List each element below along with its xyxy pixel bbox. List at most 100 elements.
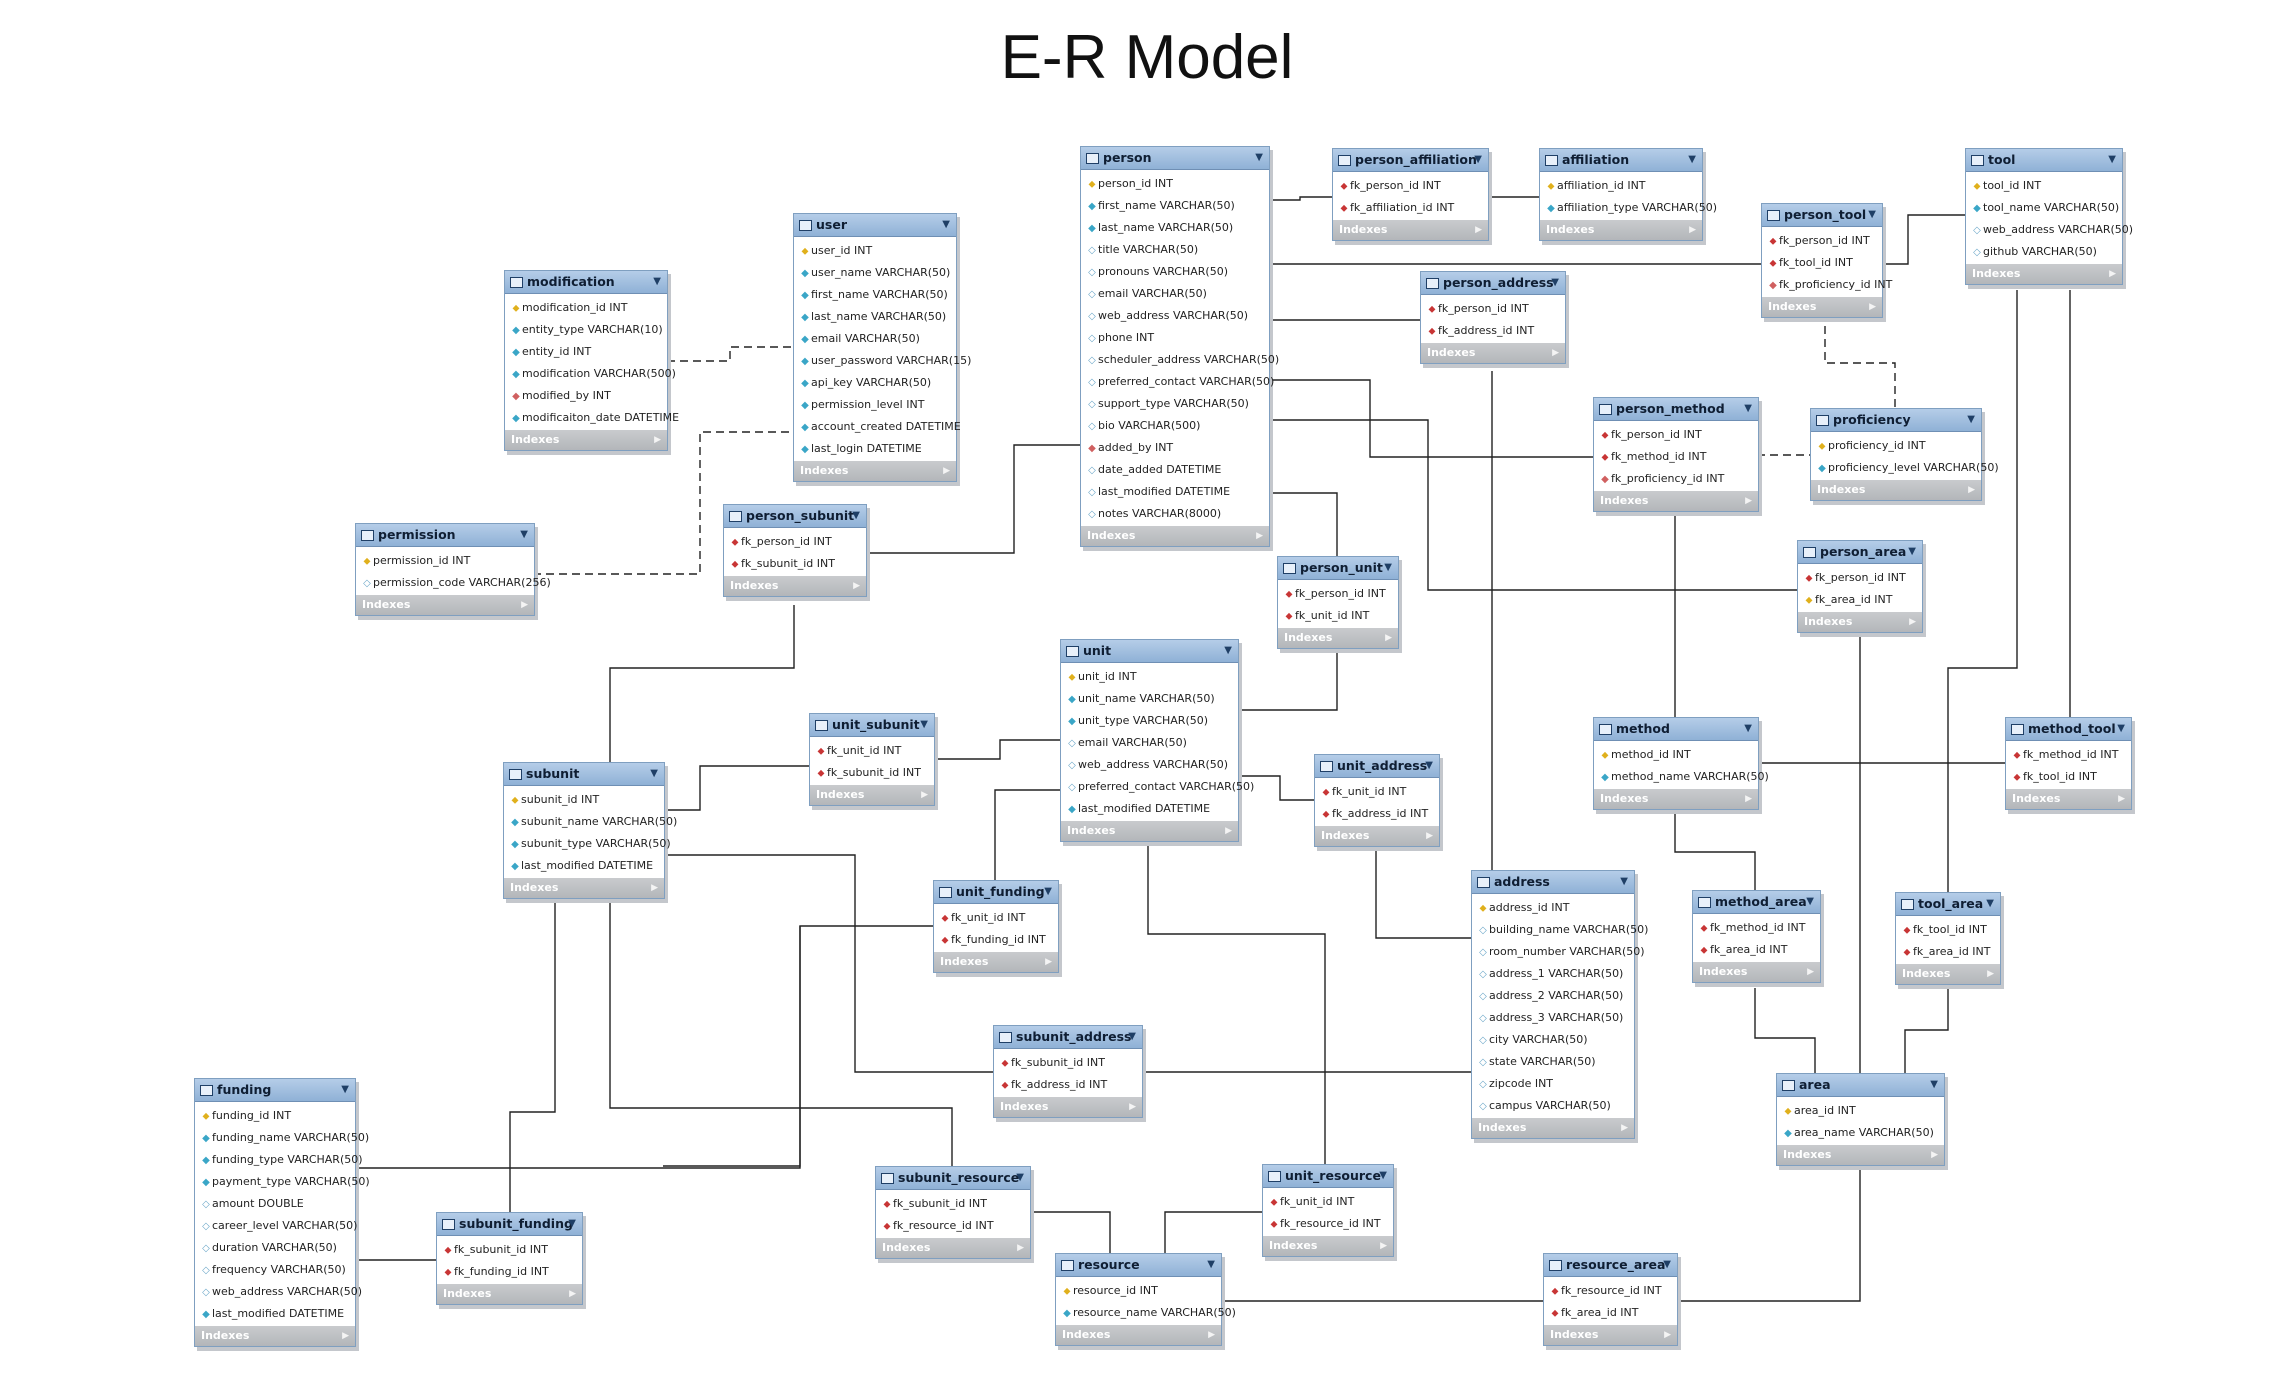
column-row[interactable]: ⬥funding_id INT [195,1105,355,1127]
triangle-right-icon[interactable]: ▶ [1017,1243,1024,1253]
indexes-section[interactable]: Indexes▶ [724,576,866,596]
column-row[interactable]: ⬥fk_area_id INT [1544,1302,1677,1324]
table-subunit[interactable]: subunit▼⬥subunit_id INT◆subunit_name VAR… [503,762,677,899]
table-header[interactable]: person_tool▼ [1762,204,1882,227]
column-row[interactable]: ◆subunit_type VARCHAR(50) [504,833,671,855]
column-row[interactable]: ◆method_name VARCHAR(50) [1594,766,1769,788]
triangle-right-icon[interactable]: ▶ [1385,633,1392,643]
column-row[interactable]: ⬥fk_person_id INT [724,531,866,553]
table-header[interactable]: person_method▼ [1594,398,1758,421]
chevron-down-icon[interactable]: ▼ [1663,1259,1671,1270]
chevron-down-icon[interactable]: ▼ [1016,1172,1024,1183]
table-header[interactable]: person_affiliation▼ [1333,149,1488,172]
triangle-right-icon[interactable]: ▶ [1552,348,1559,358]
column-row[interactable]: ◆first_name VARCHAR(50) [794,284,956,306]
triangle-right-icon[interactable]: ▶ [1745,794,1752,804]
column-row[interactable]: ⬥tool_id INT [1966,175,2122,197]
column-row[interactable]: ◆affiliation_type VARCHAR(50) [1540,197,1717,219]
column-row[interactable]: ⬥fk_affiliation_id INT [1333,197,1488,219]
triangle-right-icon[interactable]: ▶ [521,600,528,610]
triangle-right-icon[interactable]: ▶ [1987,969,1994,979]
table-header[interactable]: subunit_resource▼ [876,1167,1030,1190]
table-unit-funding[interactable]: unit_funding▼⬥fk_unit_id INT⬥fk_funding_… [933,880,1059,973]
chevron-down-icon[interactable]: ▼ [1930,1079,1938,1090]
column-row[interactable]: ◆user_password VARCHAR(15) [794,350,971,372]
indexes-section[interactable]: Indexes▶ [1594,491,1758,511]
indexes-section[interactable]: Indexes▶ [505,430,667,450]
chevron-down-icon[interactable]: ▼ [1744,723,1752,734]
column-row[interactable]: ⬥fk_method_id INT [1693,917,1820,939]
triangle-right-icon[interactable]: ▶ [1256,531,1263,541]
triangle-right-icon[interactable]: ▶ [2118,794,2125,804]
column-row[interactable]: ⬥fk_address_id INT [1315,803,1439,825]
triangle-right-icon[interactable]: ▶ [1208,1330,1215,1340]
indexes-section[interactable]: Indexes▶ [1278,628,1398,648]
triangle-right-icon[interactable]: ▶ [1475,225,1482,235]
column-row[interactable]: ◇web_address VARCHAR(50) [1061,754,1238,776]
table-header[interactable]: address▼ [1472,871,1634,894]
column-row[interactable]: ⬥user_id INT [794,240,956,262]
column-row[interactable]: ⬥fk_person_id INT [1278,583,1398,605]
column-row[interactable]: ⬥fk_tool_id INT [1762,252,1882,274]
column-row[interactable]: ⬥fk_subunit_id INT [437,1239,582,1261]
column-row[interactable]: ◆email VARCHAR(50) [794,328,956,350]
column-row[interactable]: ◇preferred_contact VARCHAR(50) [1061,776,1254,798]
column-row[interactable]: ⬥fk_address_id INT [994,1074,1142,1096]
column-row[interactable]: ⬥fk_subunit_id INT [994,1052,1142,1074]
column-row[interactable]: ◆user_name VARCHAR(50) [794,262,956,284]
table-header[interactable]: person_area▼ [1798,541,1922,564]
indexes-section[interactable]: Indexes▶ [356,595,534,615]
table-header[interactable]: user▼ [794,214,956,237]
triangle-right-icon[interactable]: ▶ [1968,485,1975,495]
table-header[interactable]: unit_funding▼ [934,881,1058,904]
chevron-down-icon[interactable]: ▼ [1967,414,1975,425]
table-resource-area[interactable]: resource_area▼⬥fk_resource_id INT⬥fk_are… [1543,1253,1678,1346]
column-row[interactable]: ◆unit_type VARCHAR(50) [1061,710,1238,732]
column-row[interactable]: ◇title VARCHAR(50) [1081,239,1269,261]
column-row[interactable]: ◇notes VARCHAR(8000) [1081,503,1269,525]
table-person-unit[interactable]: person_unit▼ ⬥fk_person_id INT⬥fk_unit_id… [1277,556,1399,649]
column-row[interactable]: ⬥permission_id INT [356,550,534,572]
table-person-address[interactable]: person_address▼⬥fk_person_id INT⬥fk_addr… [1420,271,1566,364]
chevron-down-icon[interactable]: ▼ [1806,896,1814,907]
table-person-subunit[interactable]: person_subunit▼⬥fk_person_id INT⬥fk_subu… [723,504,867,597]
table-header[interactable]: resource▼ [1056,1254,1221,1277]
table-header[interactable]: person_unit▼ [1278,557,1398,580]
chevron-down-icon[interactable]: ▼ [1744,403,1752,414]
column-row[interactable]: ⬥fk_subunit_id INT [724,553,866,575]
column-row[interactable]: ◇web_address VARCHAR(50) [195,1281,362,1303]
table-affiliation[interactable]: affiliation▼⬥affiliation_id INT◆affiliat… [1539,148,1717,241]
column-row[interactable]: ◇permission_code VARCHAR(256) [356,572,551,594]
column-row[interactable]: ◇address_2 VARCHAR(50) [1472,985,1634,1007]
table-subunit-resource[interactable]: subunit_resource▼⬥fk_subunit_id INT⬥fk_r… [875,1166,1031,1259]
indexes-section[interactable]: Indexes▶ [994,1097,1142,1117]
chevron-down-icon[interactable]: ▼ [1044,886,1052,897]
column-row[interactable]: ⬥fk_tool_id INT [1896,919,2000,941]
indexes-section[interactable]: Indexes▶ [1540,220,1702,240]
triangle-right-icon[interactable]: ▶ [853,581,860,591]
table-header[interactable]: unit_subunit▼ [810,714,934,737]
triangle-right-icon[interactable]: ▶ [1664,1330,1671,1340]
table-user[interactable]: user▼⬥user_id INT◆user_name VARCHAR(50)◆… [793,213,971,482]
column-row[interactable]: ⬥fk_unit_id INT [1278,605,1398,627]
table-unit-subunit[interactable]: unit_subunit▼⬥fk_unit_id INT⬥fk_subunit_… [809,713,935,806]
column-row[interactable]: ⬥fk_resource_id INT [876,1215,1030,1237]
column-row[interactable]: ◇last_modified DATETIME [1081,481,1269,503]
chevron-down-icon[interactable]: ▼ [520,529,528,540]
column-row[interactable]: ◇amount DOUBLE [195,1193,355,1215]
column-row[interactable]: ⬥unit_id INT [1061,666,1238,688]
column-row[interactable]: ◆api_key VARCHAR(50) [794,372,956,394]
table-header[interactable]: permission▼ [356,524,534,547]
table-subunit-funding[interactable]: subunit_funding▼⬥fk_subunit_id INT⬥fk_fu… [436,1212,583,1305]
table-header[interactable]: area▼ [1777,1074,1944,1097]
column-row[interactable]: ◇state VARCHAR(50) [1472,1051,1634,1073]
triangle-right-icon[interactable]: ▶ [943,466,950,476]
indexes-section[interactable]: Indexes▶ [1896,964,2000,984]
table-tool[interactable]: tool▼⬥tool_id INT◆tool_name VARCHAR(50)◇… [1965,148,2133,285]
table-header[interactable]: proficiency▼ [1811,409,1981,432]
column-row[interactable]: ⬥area_id INT [1777,1100,1944,1122]
column-row[interactable]: ⬥proficiency_id INT [1811,435,1981,457]
triangle-right-icon[interactable]: ▶ [1689,225,1696,235]
chevron-down-icon[interactable]: ▼ [920,719,928,730]
indexes-section[interactable]: Indexes▶ [876,1238,1030,1258]
